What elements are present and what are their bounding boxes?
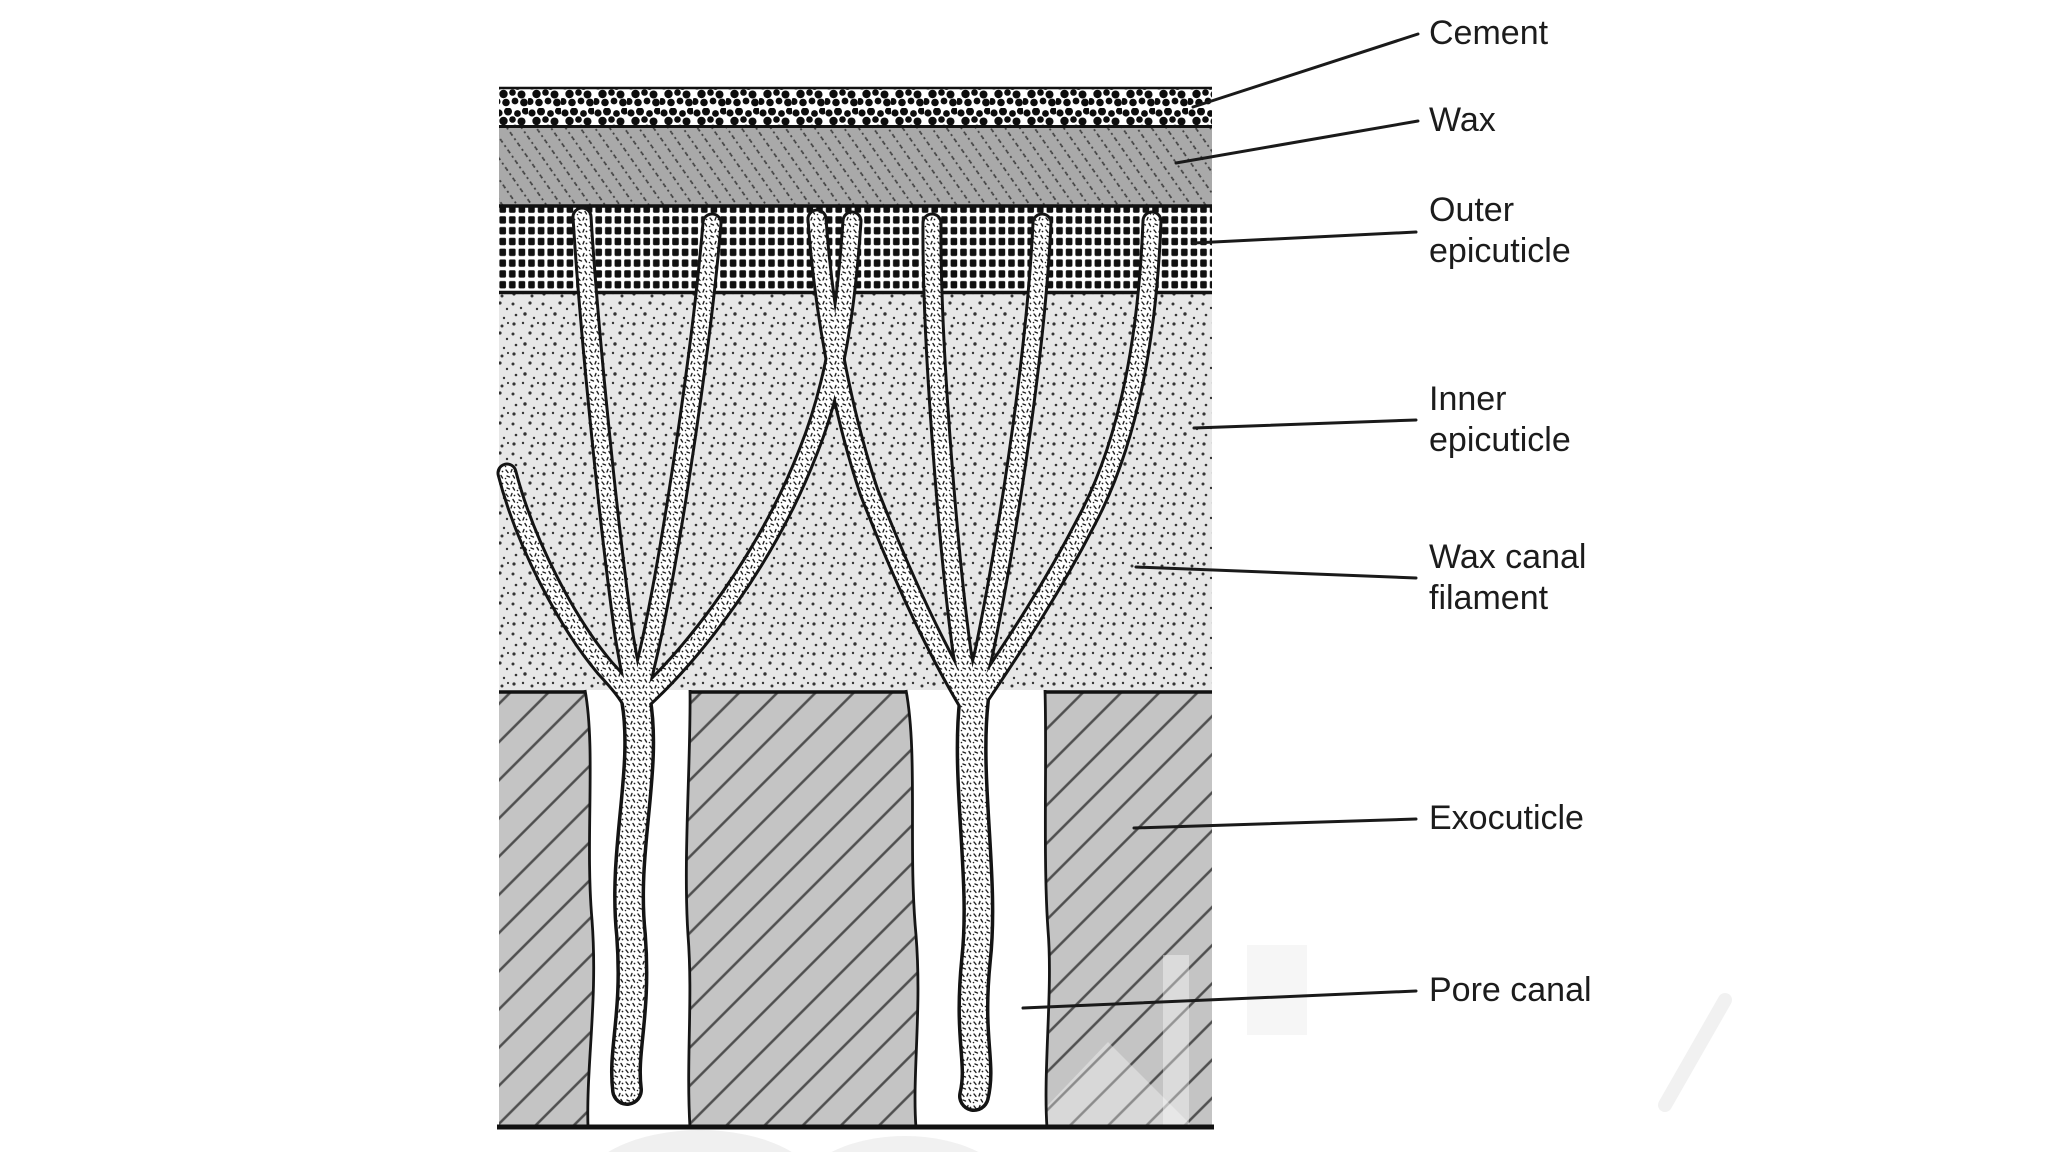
leader-inner-epicuticle	[1192, 418, 1418, 430]
leader-wax-canal-filament	[1134, 565, 1418, 580]
wax-layer	[499, 126, 1212, 206]
wax-canal-filaments	[496, 206, 1163, 1112]
label-cement: Cement	[1429, 14, 1549, 52]
leader-cement	[1191, 32, 1420, 109]
leader-wax	[1174, 119, 1420, 165]
leader-lines	[1021, 32, 1420, 1010]
leader-outer-epicuticle	[1192, 230, 1418, 245]
label-wax: Wax	[1429, 101, 1496, 139]
watermark	[608, 945, 1732, 1152]
filament-interiors	[499, 209, 1160, 1109]
label-pore-canal: Pore canal	[1429, 971, 1592, 1009]
cement-layer	[499, 88, 1212, 126]
leader-exocuticle	[1132, 817, 1418, 830]
label-exocuticle: Exocuticle	[1429, 799, 1584, 837]
leader-pore-canal	[1021, 989, 1418, 1010]
